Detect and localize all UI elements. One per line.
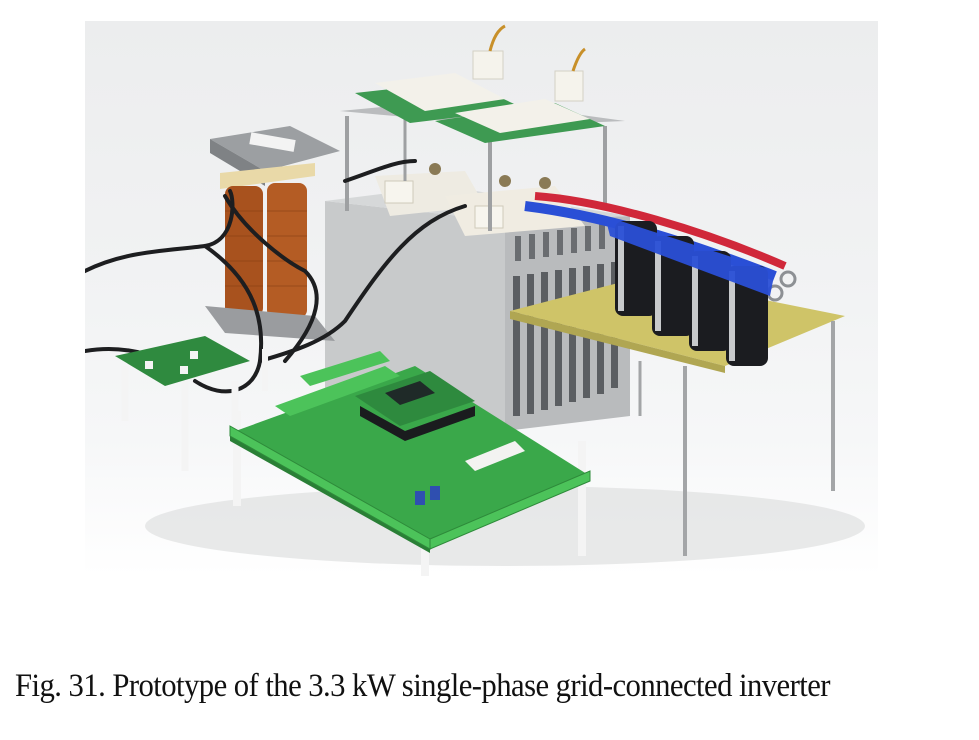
sensor-board (115, 336, 250, 471)
dc-link-capacitors (605, 216, 775, 366)
inductor (205, 126, 340, 341)
figure-caption-text: Prototype of the 3.3 kW single-phase gri… (112, 668, 830, 704)
cables (85, 159, 467, 394)
figure-caption: Fig. 31. Prototype of the 3.3 kW single-… (15, 668, 889, 705)
control-board (229, 349, 591, 576)
figure-photo (85, 21, 878, 576)
gate-driver-stack (340, 24, 625, 231)
figure-number: Fig. 31. (15, 668, 106, 704)
